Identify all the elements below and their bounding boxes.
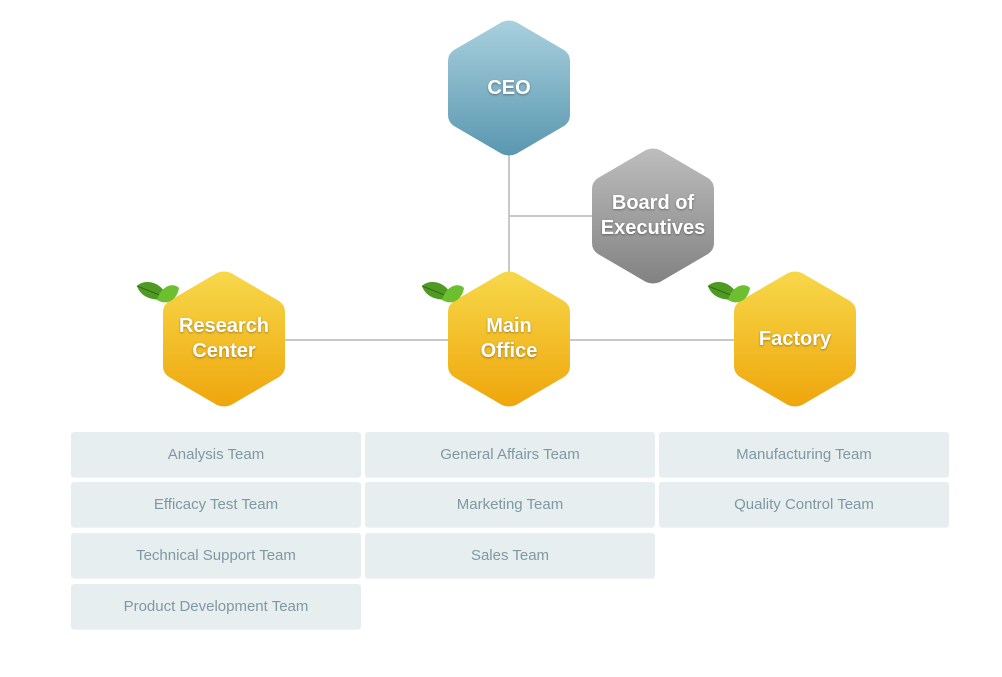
leaf-icon [421, 282, 464, 303]
division-node-factory: Factory [733, 270, 857, 408]
team-box: Analysis Team [71, 432, 361, 477]
team-box: General Affairs Team [365, 432, 655, 477]
board-node: Board of Executives [591, 147, 715, 285]
division-node-main-office: Main Office [447, 270, 571, 408]
division-node-research-center: Research Center [162, 270, 286, 408]
ceo-label: CEO [487, 76, 531, 99]
board-label: Board of Executives [600, 192, 706, 239]
leaf-icon [707, 282, 750, 303]
division-label: Research Center [178, 315, 270, 362]
ceo-node: CEO [447, 19, 571, 157]
division-label: Main Office [480, 315, 538, 362]
team-box: Quality Control Team [659, 482, 949, 527]
leaf-icon [136, 282, 179, 303]
team-box: Marketing Team [365, 482, 655, 527]
team-box: Product Development Team [71, 584, 361, 629]
team-box: Efficacy Test Team [71, 482, 361, 527]
team-box: Technical Support Team [71, 533, 361, 578]
team-box: Manufacturing Team [659, 432, 949, 477]
team-box: Sales Team [365, 533, 655, 578]
division-label: Factory [758, 327, 832, 350]
